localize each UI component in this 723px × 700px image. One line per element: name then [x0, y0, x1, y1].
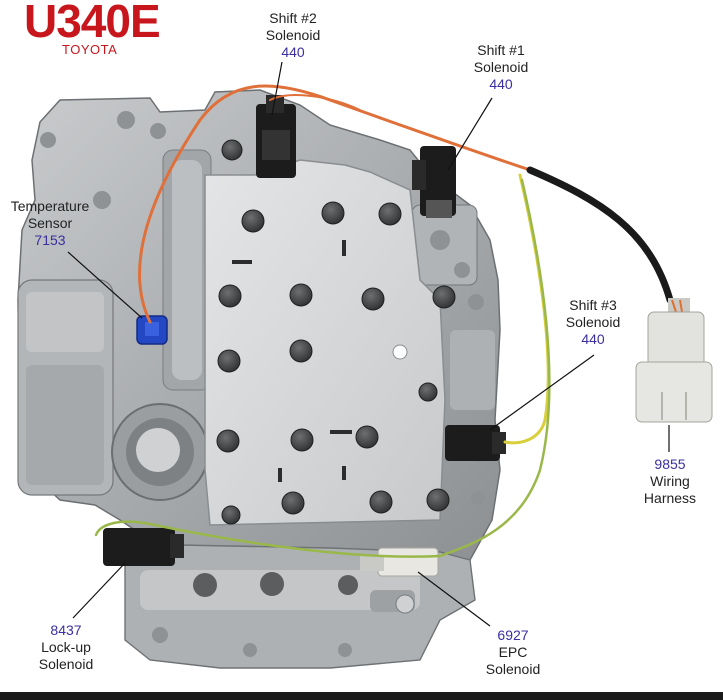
model-title: U340E [24, 0, 161, 47]
bottom-border [0, 692, 723, 700]
label-name: Temperature [10, 198, 90, 214]
label-name: Sensor [27, 215, 73, 231]
part-number: 7153 [34, 232, 66, 248]
label-shift1-solenoid: Shift #1 Solenoid 440 [461, 42, 541, 93]
part-number: 440 [489, 76, 513, 92]
label-name: Solenoid [473, 59, 529, 75]
part-number: 8437 [50, 622, 82, 638]
shift1-solenoid-body [412, 146, 456, 218]
label-shift3-solenoid: Shift #3 Solenoid 440 [553, 297, 633, 348]
separator-plate [204, 159, 446, 526]
label-name: Solenoid [265, 27, 321, 43]
temperature-sensor-body [136, 315, 168, 345]
part-number: 440 [581, 331, 605, 347]
epc-solenoid-body [360, 547, 439, 577]
label-name: Wiring [650, 473, 690, 489]
part-number: 9855 [654, 456, 686, 472]
label-name: Solenoid [485, 661, 541, 677]
label-name: Harness [643, 490, 697, 506]
label-name: Shift #2 [269, 10, 317, 26]
harness-connector [635, 298, 713, 423]
label-name: Solenoid [38, 656, 94, 672]
label-name: Solenoid [565, 314, 621, 330]
leader-lines [67, 61, 670, 627]
right-valve-section [411, 204, 495, 505]
part-number: 440 [281, 44, 305, 60]
label-name: Lock-up [41, 639, 91, 655]
label-lockup-solenoid: 8437 Lock-up Solenoid [26, 622, 106, 673]
label-temperature-sensor: Temperature Sensor 7153 [2, 198, 98, 249]
plate-bolts [216, 139, 456, 525]
label-name: EPC [498, 644, 528, 660]
label-epc-solenoid: 6927 EPC Solenoid [473, 627, 553, 678]
label-name: Shift #3 [569, 297, 617, 313]
label-wiring-harness: 9855 Wiring Harness [630, 456, 710, 507]
brand-name: TOYOTA [62, 42, 118, 57]
label-name: Shift #1 [477, 42, 525, 58]
shift3-solenoid-body [445, 425, 506, 461]
lockup-solenoid-body [103, 528, 184, 566]
part-number: 6927 [497, 627, 529, 643]
shift2-solenoid-body [256, 95, 296, 178]
label-shift2-solenoid: Shift #2 Solenoid 440 [253, 10, 333, 61]
wiring [94, 84, 674, 558]
